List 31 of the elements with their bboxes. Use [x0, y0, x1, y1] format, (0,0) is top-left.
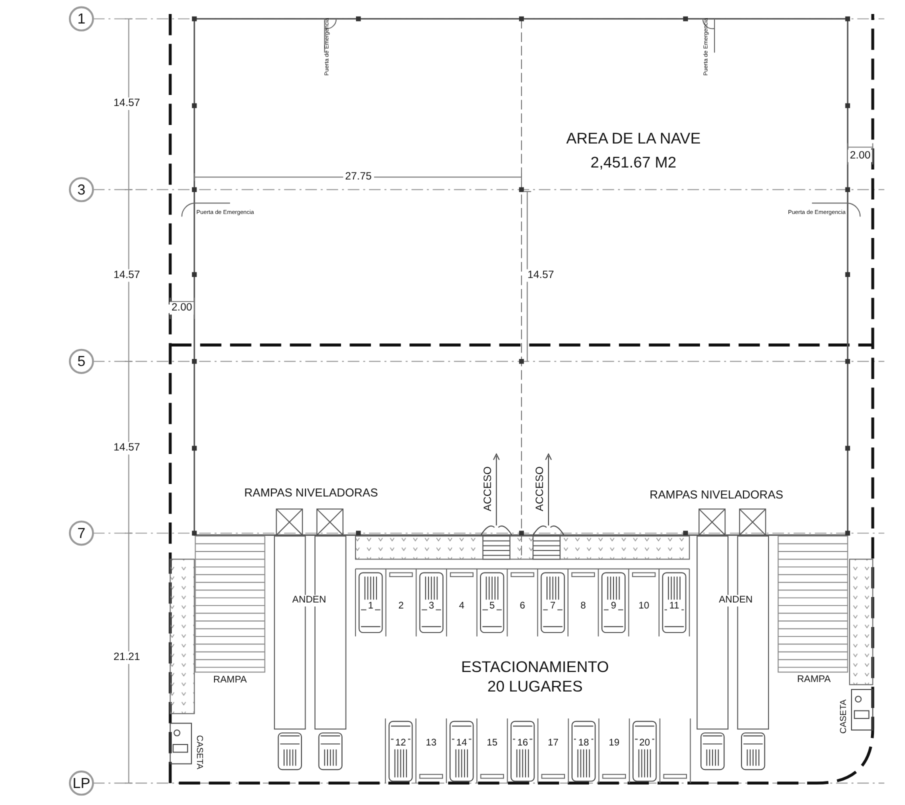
dimension-label: 14.57: [526, 269, 556, 282]
area-label: AREA DE LA NAVE: [566, 132, 701, 148]
stall-number: 16: [515, 738, 530, 750]
area-label: ANDEN: [716, 594, 755, 606]
dimension-label: 14.57: [112, 442, 142, 455]
area-label: ESTACIONAMIENTO: [461, 660, 609, 676]
stall-number: 11: [667, 600, 682, 612]
stall-number: 7: [548, 600, 558, 612]
area-label: 20 LUGARES: [487, 680, 583, 696]
stall-number: 1: [366, 600, 376, 612]
dimension-label: 14.57: [112, 97, 142, 110]
stall-number: 14: [454, 738, 469, 750]
grid-bubble: 7: [68, 520, 94, 546]
stall-number: 12: [393, 738, 408, 750]
dimension-label: 14.57: [112, 269, 142, 282]
area-label: RAMPAS NIVELADORAS: [648, 488, 786, 502]
area-label: CASETA: [194, 733, 204, 772]
stall-number: 20: [637, 738, 652, 750]
grid-bubble: 1: [68, 6, 94, 32]
stall-number: 18: [576, 738, 591, 750]
grid-bubble: 3: [68, 177, 94, 202]
area-label: RAMPAS NIVELADORAS: [242, 486, 380, 500]
dimension-label: 2.00: [170, 302, 194, 315]
grid-bubble: 5: [68, 348, 94, 374]
dimension-label: 21.21: [112, 651, 142, 664]
dimension-label: 2.00: [848, 150, 872, 162]
grid-bubble: LP: [68, 770, 94, 796]
area-label: CASETA: [838, 698, 850, 736]
area-label: ANDEN: [290, 594, 328, 606]
area-label: 2,451.67 M2: [590, 156, 676, 172]
stall-number: 9: [608, 600, 618, 612]
